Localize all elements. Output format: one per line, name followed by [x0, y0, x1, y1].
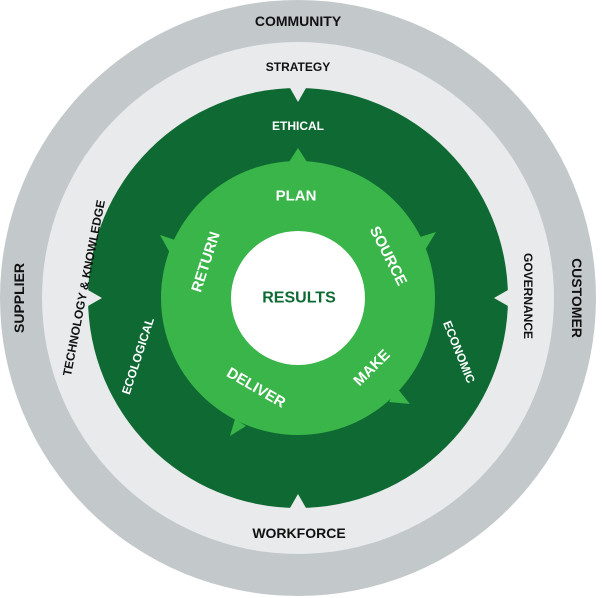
outer-label-customer: CUSTOMER — [569, 258, 585, 338]
dark-ring-arrow-left — [88, 290, 102, 306]
dark-ring-arrow-right — [494, 290, 508, 306]
center-label-results: RESULTS — [262, 290, 336, 307]
dark-ring-arrow-top — [290, 88, 306, 102]
dark-label-ethical: ETHICAL — [272, 119, 324, 133]
process-label-plan: PLAN — [276, 188, 317, 205]
process-arrow-plan — [289, 148, 307, 162]
results-center — [231, 231, 365, 365]
outer-label-community: COMMUNITY — [255, 13, 342, 29]
process-arrow-source — [420, 232, 436, 250]
outer-label-supplier: SUPPLIER — [11, 263, 27, 333]
middle-label-strategy: STRATEGY — [266, 60, 330, 74]
process-arrow-return — [160, 235, 175, 253]
dark-ring-arrow-bottom — [290, 494, 306, 508]
middle-label-workforce: WORKFORCE — [252, 525, 345, 541]
process-arrow-deliver — [230, 419, 246, 436]
middle-label-governance: GOVERNANCE — [521, 253, 535, 339]
process-arrow-make — [389, 388, 410, 404]
